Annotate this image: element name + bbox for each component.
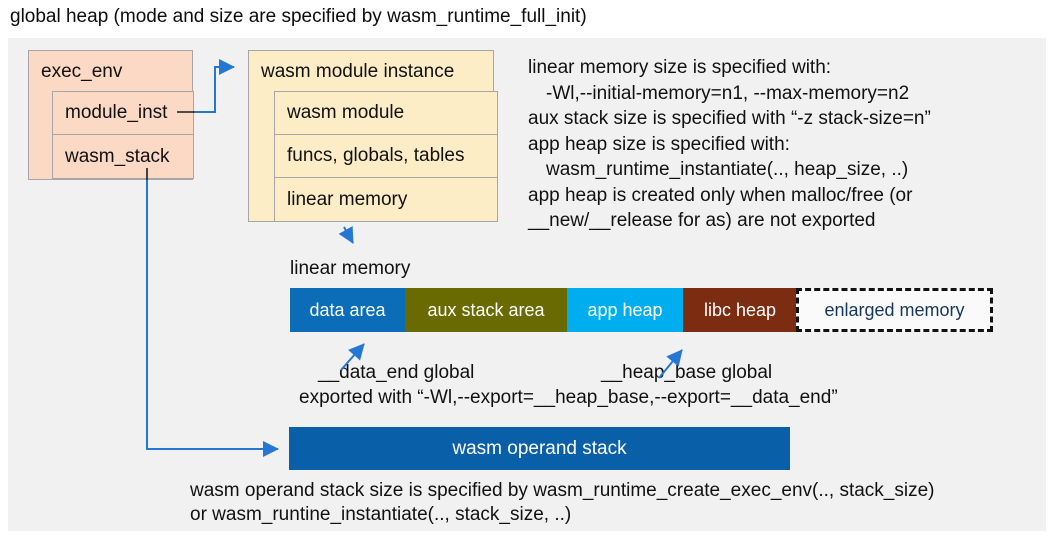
- module-instance-header: wasm module instance: [261, 60, 455, 82]
- footer-line: or wasm_runtine_instantiate(.., stack_si…: [190, 504, 572, 525]
- heap-base-global-label: __heap_base global: [601, 362, 773, 383]
- note-line: -Wl,--initial-memory=n1, --max-memory=n2: [546, 82, 910, 104]
- page-title: global heap (mode and size are specified…: [10, 6, 587, 27]
- note-line: app heap is created only when malloc/fre…: [528, 184, 913, 206]
- linear-memory-label: linear memory: [290, 258, 411, 279]
- module-row-funcs-globals-tables: funcs, globals, tables: [274, 134, 498, 178]
- exec-env-row-module-inst: module_inst: [52, 91, 194, 135]
- segment-data-area: data area: [290, 288, 405, 332]
- module-row-linear-memory: linear memory: [274, 177, 498, 222]
- exec-env-row-wasm-stack: wasm_stack: [52, 134, 194, 179]
- note-line: aux stack size is specified with “-z sta…: [528, 108, 931, 129]
- module-row-wasm-module: wasm module: [274, 91, 498, 135]
- note-line: wasm_runtime_instantiate(.., heap_size, …: [546, 159, 909, 180]
- data-end-global-label: __data_end global: [318, 362, 475, 383]
- wasm-operand-stack-box: wasm operand stack: [289, 427, 790, 470]
- footer-line: wasm operand stack size is specified by …: [190, 480, 935, 501]
- note-line: __new/__release for as) are not exported: [528, 210, 876, 231]
- note-line: linear memory size is specified with:: [528, 57, 832, 78]
- segment-app-heap: app heap: [567, 288, 683, 332]
- exec-env-header: exec_env: [41, 60, 123, 82]
- segment-aux-stack-area: aux stack area: [405, 288, 567, 332]
- segment-libc-heap: libc heap: [683, 288, 797, 332]
- segment-enlarged-memory: enlarged memory: [796, 288, 993, 332]
- footer-note: wasm operand stack size is specified by …: [190, 479, 935, 527]
- note-line: app heap size is specified with:: [528, 133, 790, 155]
- export-note: exported with “-Wl,--export=__heap_base,…: [299, 387, 838, 408]
- runtime-notes: linear memory size is specified with: -W…: [528, 55, 931, 234]
